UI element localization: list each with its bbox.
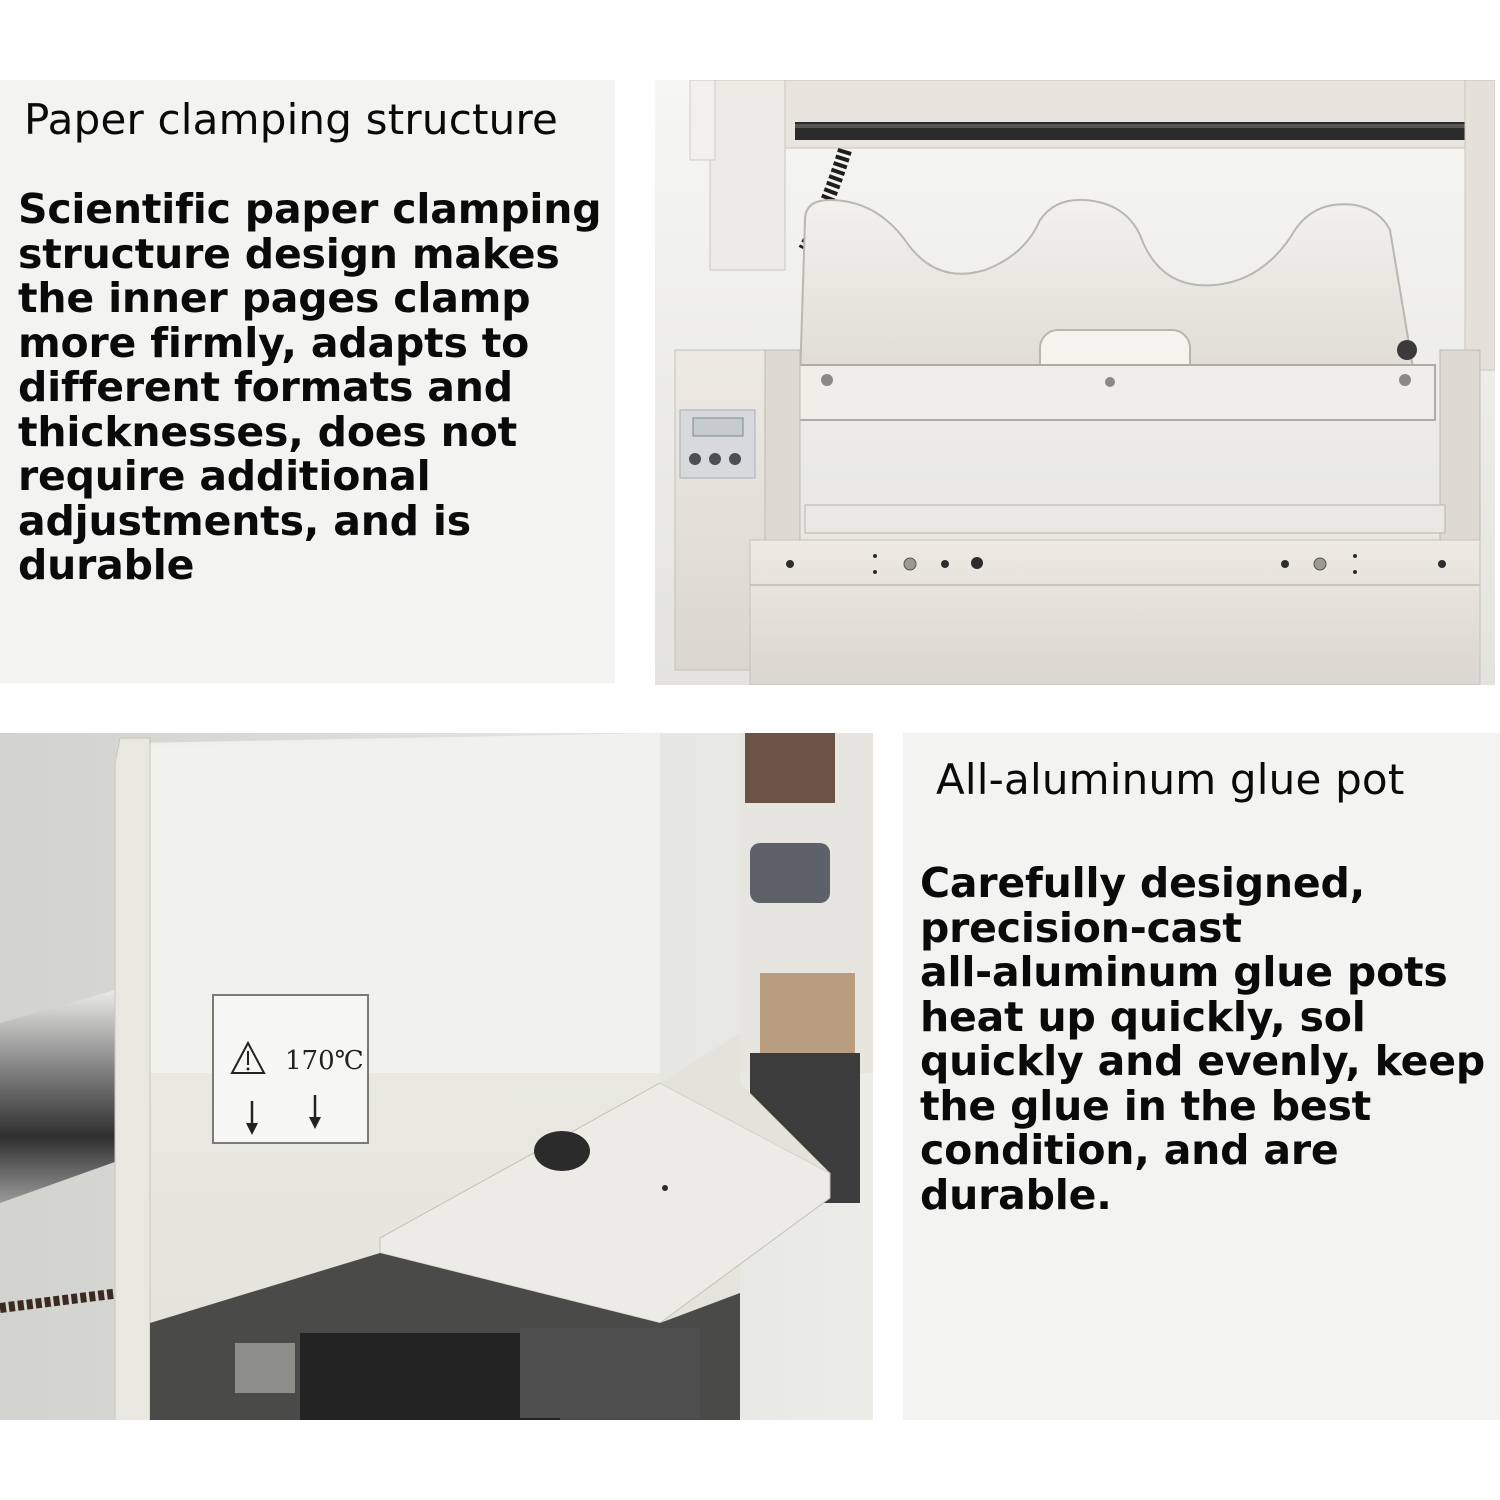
glue-pot-description: Carefully designed, precision-cast all-a…: [920, 859, 1485, 1219]
clamping-machine-photo: [655, 80, 1495, 685]
down-arrow-icons: [246, 1095, 321, 1135]
glue-pot-photo: 170℃: [0, 733, 873, 1420]
clamping-text-panel: Paper clamping structure Scientific pape…: [0, 80, 615, 683]
clamping-title: Paper clamping structure: [24, 95, 559, 144]
glue-pot-title: All-aluminum glue pot: [936, 755, 1405, 804]
warning-label: [212, 994, 369, 1144]
glue-pot-text-panel: All-aluminum glue pot Carefully designed…: [903, 733, 1500, 1420]
warning-triangle-icon: [230, 1040, 266, 1074]
temperature-label: 170℃: [285, 1046, 364, 1076]
clamping-description: Scientific paper clamping structure desi…: [18, 185, 602, 589]
